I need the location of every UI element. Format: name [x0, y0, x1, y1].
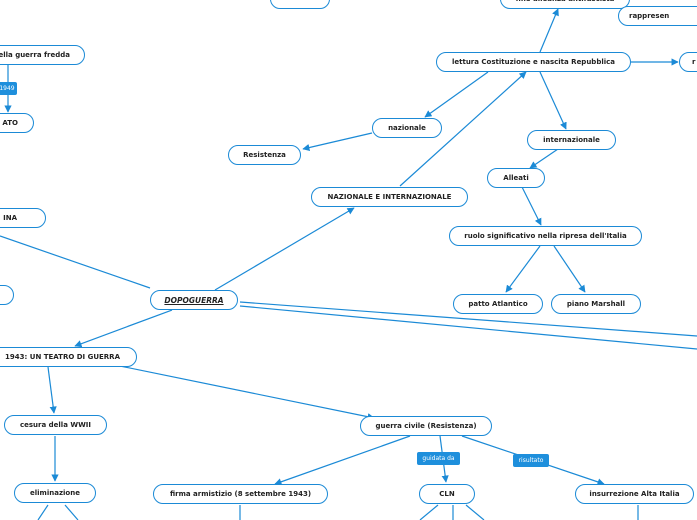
edge-naz-int-to-lettura [399, 71, 527, 187]
node-lettura[interactable]: lettura Costituzione e nascita Repubblic… [436, 52, 631, 72]
edge-nazionale-to-resistenza [302, 132, 373, 152]
node-central-dopoguerra[interactable]: DOPOGUERRA [150, 290, 238, 310]
edge-eliminazione-down-1 [37, 504, 49, 520]
node-ruolo[interactable]: ruolo significativo nella ripresa dell'I… [449, 226, 642, 246]
node-ato[interactable]: ATO [0, 113, 34, 133]
node-fine-alleanza[interactable]: fine alleanza antifascista [500, 0, 630, 9]
edge-alleati-to-ruolo [521, 186, 542, 226]
edge-cln-down-3 [465, 504, 485, 520]
node-top-partial[interactable] [270, 0, 330, 9]
edge-central-to-right-1 [239, 301, 697, 337]
edge-eliminazione-down-2 [64, 504, 79, 520]
node-armistizio[interactable]: firma armistizio (8 settembre 1943) [153, 484, 328, 504]
node-rappresen[interactable]: rappresen [618, 6, 697, 26]
edge-teatro-to-guerra-civile [119, 365, 375, 421]
edge-lettura-to-fine [539, 8, 559, 53]
edge-teatro-to-cesura [47, 366, 57, 414]
node-resistenza[interactable]: Resistenza [228, 145, 301, 165]
node-insurrezione[interactable]: insurrezione Alta Italia [575, 484, 694, 504]
node-alleati[interactable]: Alleati [487, 168, 545, 188]
node-patto-atlantico[interactable]: patto Atlantico [453, 294, 543, 314]
node-internazionale[interactable]: internazionale [527, 130, 616, 150]
node-ina[interactable]: INA [0, 208, 46, 228]
node-eliminazione[interactable]: eliminazione [14, 483, 96, 503]
tag-year-1949: 1949 [0, 82, 17, 95]
edge-ruolo-to-patto [505, 245, 541, 293]
node-guerra-fredda[interactable]: ella guerra fredda [0, 45, 85, 65]
node-nazionale[interactable]: nazionale [372, 118, 442, 138]
node-naz-int[interactable]: NAZIONALE E INTERNAZIONALE [311, 187, 468, 207]
edge-central-to-naz-int [214, 207, 355, 291]
edge-cln-down-1 [419, 504, 439, 520]
node-right-partial[interactable]: r [679, 52, 697, 72]
edge-lettura-to-internazionale [539, 71, 567, 130]
edge-internazionale-to-alleati [529, 148, 559, 169]
edge-guerra-civile-to-armistizio [274, 435, 411, 486]
edge-lettura-to-nazionale [424, 71, 489, 118]
node-teatro-di-guerra[interactable]: 1943: UN TEATRO DI GUERRA [0, 347, 137, 367]
node-piano-marshall[interactable]: piano Marshall [551, 294, 641, 314]
edge-ina-to-central [0, 235, 151, 289]
node-cesura-wwii[interactable]: cesura della WWII [4, 415, 107, 435]
edge-central-to-right-2 [239, 305, 697, 350]
edge-ruolo-to-marshall [553, 245, 586, 293]
node-cln[interactable]: CLN [419, 484, 475, 504]
tag-guidata-da: guidata da [417, 452, 460, 465]
node-left-small[interactable] [0, 285, 14, 305]
tag-risultato: risultato [513, 454, 549, 467]
edge-central-to-teatro [74, 309, 173, 348]
node-guerra-civile[interactable]: guerra civile (Resistenza) [360, 416, 492, 436]
